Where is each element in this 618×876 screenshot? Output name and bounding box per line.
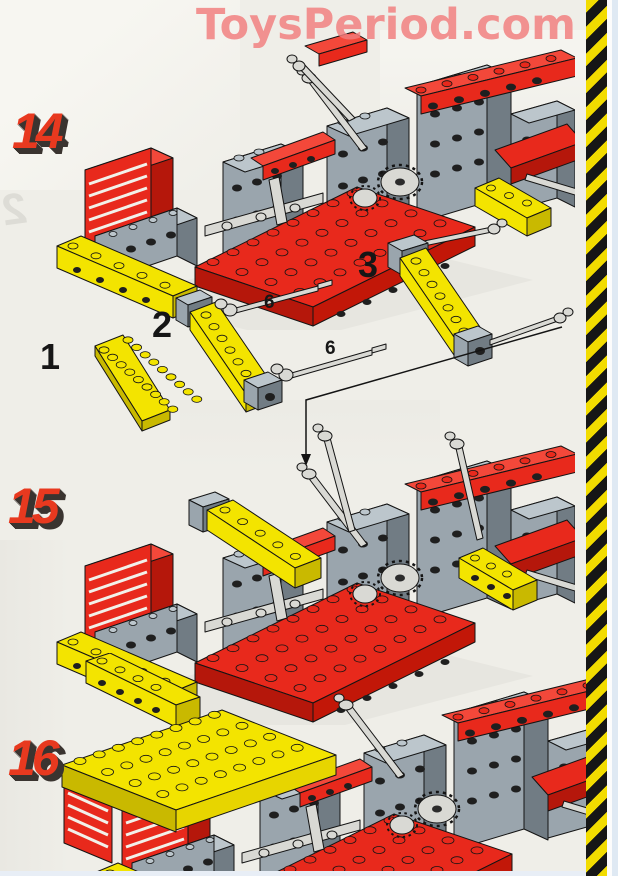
- step-16-assembly-illustration: [61, 653, 600, 876]
- part-callout-1-label: 1: [40, 336, 61, 377]
- watermark-text: ToysPeriod.com: [196, 0, 576, 50]
- step-14-number: 14: [12, 103, 64, 159]
- step-15-number: 15: [8, 478, 60, 534]
- axle-length-label-1: 6: [264, 292, 275, 313]
- step-15-assembly-illustration: [56, 423, 575, 725]
- hazard-stripe-border: [586, 0, 607, 876]
- part-callout-3-label: 3: [358, 244, 379, 285]
- part-callout-2-label: 2: [152, 304, 173, 345]
- page-edge: [607, 0, 618, 876]
- axle-length-label-2: 6: [325, 338, 336, 359]
- page-edge: [0, 871, 618, 876]
- step-16-number: 16: [8, 730, 60, 786]
